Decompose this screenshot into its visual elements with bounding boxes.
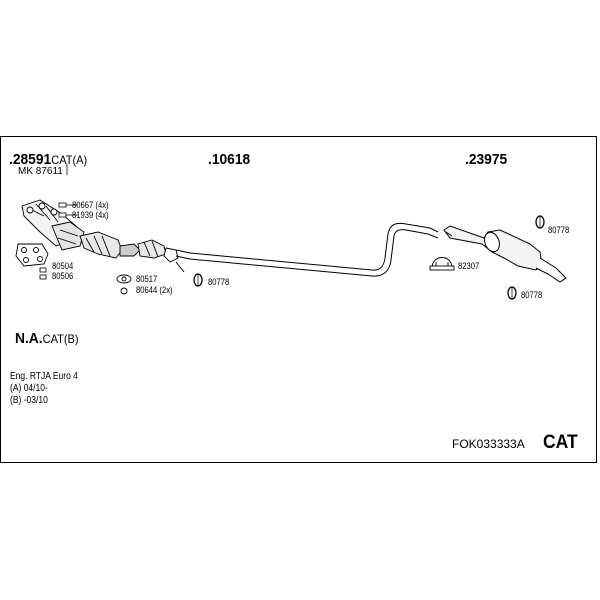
front-section-number: .28591 xyxy=(9,151,52,168)
hanger-80778-bottom-drawing xyxy=(507,286,517,300)
hanger-80778-mid-drawing xyxy=(193,273,203,287)
part-80778-top: 80778 xyxy=(548,225,570,235)
hanger-80778-top-drawing xyxy=(535,215,545,229)
part-80667: 80667 (4x) xyxy=(72,200,109,210)
na-section-suffix: CAT(B) xyxy=(42,332,79,346)
mk-label: MK 87611 xyxy=(18,166,63,177)
engine-line: Eng. RTJA Euro 4 xyxy=(10,371,78,382)
middle-section-label: .10618 xyxy=(208,151,251,168)
part-80644: 80644 (2x) xyxy=(136,285,173,295)
engine-variant-a: (A) 04/10- xyxy=(10,383,48,394)
exhaust-manifold-drawing xyxy=(21,199,85,251)
part-80778-bottom: 80778 xyxy=(521,290,543,300)
front-section-label: .28591CAT(A) xyxy=(9,152,87,167)
studs-nuts-drawing xyxy=(39,202,78,280)
part-80517: 80517 xyxy=(136,274,158,284)
rear-section-label: .23975 xyxy=(465,151,508,168)
cat-mark: CAT xyxy=(543,432,578,453)
part-82307: 82307 xyxy=(458,261,480,271)
part-80506: 80506 xyxy=(52,271,74,281)
na-section-number: N.A. xyxy=(15,330,43,347)
clamp-80517-drawing xyxy=(116,274,132,295)
manifold-gasket-drawing xyxy=(15,243,49,267)
engine-variant-b: (B) -03/10 xyxy=(10,395,48,406)
part-81939: 81939 (4x) xyxy=(72,210,109,220)
center-pipe-drawing xyxy=(175,222,439,277)
catalytic-converter-drawing xyxy=(79,231,179,263)
part-80504: 80504 xyxy=(52,261,74,271)
rear-muffler-drawing xyxy=(443,225,567,283)
footer-code: FOK033333A xyxy=(452,437,525,451)
diagram-frame xyxy=(0,136,597,463)
na-section-label: N.A.CAT(B) xyxy=(15,331,79,346)
clamp-82307-drawing xyxy=(429,257,455,271)
part-80778-mid: 80778 xyxy=(208,277,230,287)
front-section-suffix: CAT(A) xyxy=(51,153,88,167)
